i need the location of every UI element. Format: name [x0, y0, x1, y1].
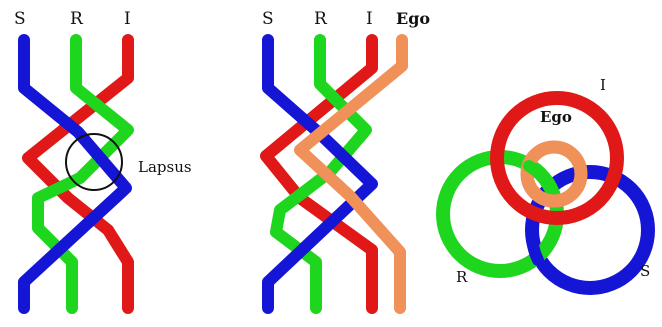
panel-2-label-s: S — [262, 9, 274, 29]
panel-1-label-r: R — [70, 9, 84, 29]
ring-i — [490, 91, 624, 225]
ring-ego — [520, 140, 588, 208]
panel-1-label-i: I — [124, 9, 131, 29]
panel-2-strand-s — [262, 34, 378, 314]
panel-1-strand-r — [32, 34, 134, 314]
panel-3-borromean-rings: I Ego R S — [436, 76, 655, 295]
ring-r-over-i — [523, 160, 555, 192]
panel-2-label-r: R — [314, 9, 328, 29]
panel-3-label-r: R — [456, 268, 468, 286]
lapsus-label: Lapsus — [138, 158, 192, 176]
panel-2-label-ego: Ego — [396, 9, 430, 28]
panel-1-strand-s — [18, 34, 132, 314]
ring-s-over-r — [526, 230, 544, 266]
panel-3-label-ego: Ego — [540, 108, 572, 126]
panel-2-strand-r — [270, 34, 372, 314]
panel-3-label-i: I — [600, 76, 606, 94]
panel-3-label-s: S — [640, 262, 650, 280]
panel-2-strand-ego — [294, 34, 408, 314]
panel-2-braid-ego: S R I Ego — [260, 9, 430, 314]
panel-1-label-s: S — [14, 9, 26, 29]
panel-1-strand-i — [22, 34, 134, 314]
panel-2-label-i: I — [366, 9, 373, 29]
lapsus-circle — [65, 133, 123, 191]
panel-2-strand-i — [260, 34, 378, 314]
panel-1-braid-lapsus: S R I Lapsus — [14, 9, 192, 314]
